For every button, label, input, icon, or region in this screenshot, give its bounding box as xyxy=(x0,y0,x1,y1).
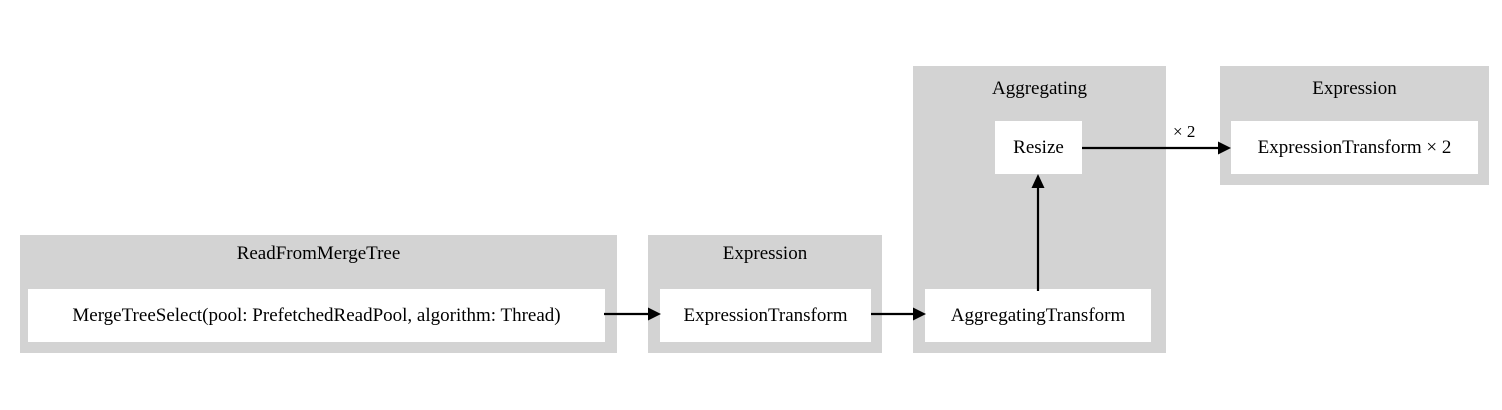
edge-expression-transform-to-aggregating-transform xyxy=(871,303,927,325)
edge-resize-to-expression-transform-x2 xyxy=(1082,137,1232,159)
cluster-title-expression-2: Expression xyxy=(1312,78,1397,99)
node-expression-transform-x2[interactable]: ExpressionTransform × 2 xyxy=(1231,121,1478,174)
cluster-title-read-from-merge-tree: ReadFromMergeTree xyxy=(236,243,401,264)
node-merge-tree-select[interactable]: MergeTreeSelect(pool: PrefetchedReadPool… xyxy=(28,289,605,342)
node-expression-transform[interactable]: ExpressionTransform xyxy=(660,289,871,342)
edge-label-resize-to-expression-transform-x2: × 2 xyxy=(1173,122,1196,141)
cluster-title-expression-1: Expression xyxy=(722,243,808,264)
cluster-title-aggregating: Aggregating xyxy=(992,78,1087,99)
node-resize[interactable]: Resize xyxy=(995,121,1082,174)
edge-aggregating-transform-to-resize xyxy=(1027,173,1049,291)
node-aggregating-transform[interactable]: AggregatingTransform xyxy=(925,289,1151,342)
edge-merge-tree-select-to-expression-transform xyxy=(604,303,662,325)
